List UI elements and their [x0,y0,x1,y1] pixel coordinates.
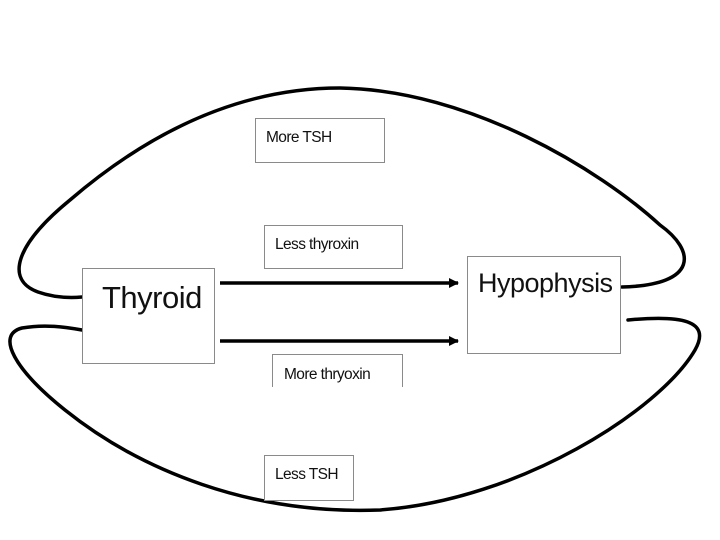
thyroid-label: Thyroid [102,280,202,315]
thyroid-node: Thyroid [82,268,215,364]
more-tsh-label: More TSH [266,129,332,146]
less-thyroxin-label: Less thyroxin [275,236,359,253]
less-tsh-label-box: Less TSH [264,455,354,501]
upper-feedback-loop [17,86,686,300]
more-thryoxin-label-box: More thryoxin [272,354,403,387]
more-thryoxin-label: More thryoxin [284,366,371,383]
hypophysis-node: Hypophysis [467,256,621,354]
less-tsh-label: Less TSH [275,466,339,483]
hypophysis-label: Hypophysis [478,268,613,298]
less-thyroxin-label-box: Less thyroxin [264,225,403,269]
lower-feedback-loop [8,316,702,513]
more-tsh-label-box: More TSH [255,118,385,163]
